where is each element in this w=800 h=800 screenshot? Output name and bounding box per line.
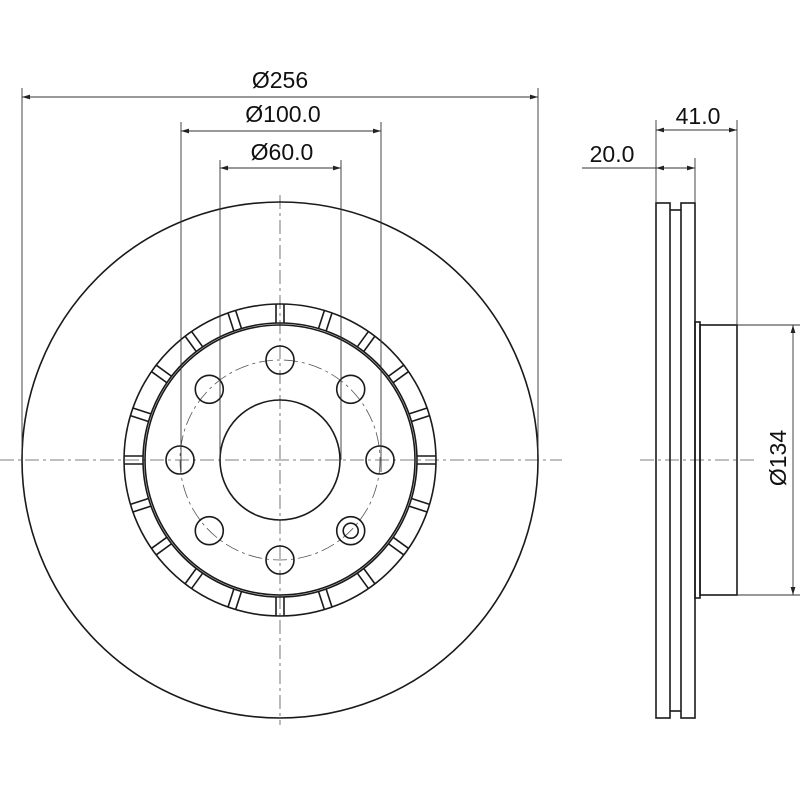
- vent-slot: [184, 330, 204, 352]
- bolt-hole: [165, 445, 195, 475]
- friction-plate-outer: [655, 202, 671, 719]
- vent-slot: [150, 536, 172, 556]
- vent-slot: [130, 407, 152, 423]
- vent-slot: [408, 407, 430, 423]
- vent-slot: [184, 568, 204, 590]
- bolt-hole: [335, 374, 366, 405]
- vent-slot: [275, 597, 285, 616]
- vent-slot: [356, 568, 376, 590]
- friction-plate-inner: [680, 202, 696, 719]
- hub: [699, 324, 738, 596]
- disc-outer-edge: [21, 201, 539, 719]
- vent-slot: [124, 455, 143, 465]
- bolt-hole: [194, 515, 225, 546]
- locating-hole: [342, 522, 360, 540]
- height-label: 41.0: [676, 103, 721, 129]
- vent-slot: [317, 588, 333, 610]
- vent-slot: [227, 310, 243, 332]
- bolt-hole: [194, 374, 225, 405]
- hat-edge: [144, 324, 416, 596]
- bolt-hole: [265, 345, 295, 375]
- vent-slot: [150, 364, 172, 384]
- outer-diameter-label: Ø256: [252, 67, 308, 93]
- thickness-label: 20.0: [590, 141, 635, 167]
- vent-ring-inner: [142, 322, 418, 598]
- vent-slots: [124, 304, 436, 616]
- vent-slot: [227, 588, 243, 610]
- bolt-hole: [365, 445, 395, 475]
- bolt-circle: [179, 359, 381, 561]
- vent-slot: [317, 310, 333, 332]
- bolt-holes: [165, 345, 395, 575]
- vent-slot: [388, 364, 410, 384]
- bolt-hole: [265, 545, 295, 575]
- bolt-circle-label: Ø100.0: [245, 101, 320, 127]
- vent-slot: [130, 497, 152, 513]
- vent-slot: [408, 497, 430, 513]
- vent-ring-outer: [123, 303, 437, 617]
- vent-slot: [388, 536, 410, 556]
- vent-slot: [275, 304, 285, 323]
- front-view: Ø256 Ø100.0 Ø60.0: [0, 67, 562, 725]
- hub-diameter-label: Ø134: [765, 430, 791, 486]
- vent-slot: [356, 330, 376, 352]
- vent-slot: [417, 455, 436, 465]
- side-view: 41.0 20.0 Ø134: [582, 103, 800, 719]
- bolt-hole: [335, 515, 366, 546]
- center-bore-label: Ø60.0: [251, 139, 314, 165]
